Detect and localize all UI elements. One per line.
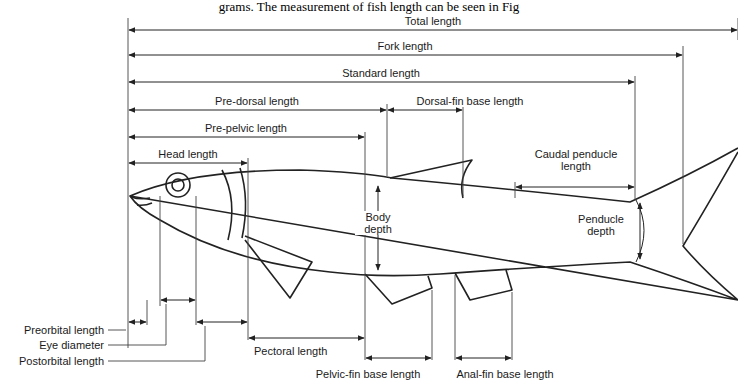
dimension-label: Pelvic-fin base length bbox=[314, 368, 423, 380]
dimension-label: Standard length bbox=[340, 67, 422, 79]
dimension-label: Eye diameter bbox=[37, 339, 106, 351]
dimension-label: Postorbital length bbox=[17, 355, 106, 367]
dimension-label: Penducle depth bbox=[569, 213, 633, 237]
peduncle-curve bbox=[636, 200, 644, 262]
anal-fin bbox=[455, 270, 512, 300]
dimension-label: Anal-fin base length bbox=[454, 368, 555, 380]
dorsal-fin bbox=[390, 160, 472, 198]
leader-lines bbox=[108, 304, 205, 361]
pelvic-fin bbox=[365, 274, 432, 304]
dimension-label: Pre-pelvic length bbox=[203, 122, 289, 134]
fish-eye bbox=[166, 173, 190, 197]
fish-body bbox=[130, 148, 738, 300]
dimension-arrows bbox=[129, 30, 737, 358]
dimension-label: Caudal penducle length bbox=[530, 148, 622, 172]
dimension-label: Fork length bbox=[375, 40, 434, 52]
extension-lines bbox=[128, 18, 738, 360]
dimension-label: Head length bbox=[156, 148, 219, 160]
pectoral-fin bbox=[245, 236, 312, 298]
fish-mouth bbox=[131, 197, 152, 205]
dimension-label: Pre-dorsal length bbox=[213, 95, 301, 107]
dimension-label: Body depth bbox=[355, 211, 401, 235]
dimension-label: Pectoral length bbox=[252, 345, 329, 357]
caption-text: grams. The measurement of fish length ca… bbox=[217, 0, 522, 13]
fish-pupil bbox=[172, 179, 184, 191]
dimension-label: Preorbital length bbox=[22, 324, 106, 336]
dimension-label: Total length bbox=[403, 15, 463, 27]
dimension-label: Dorsal-fin base length bbox=[414, 95, 525, 107]
gill-cover bbox=[222, 168, 246, 240]
